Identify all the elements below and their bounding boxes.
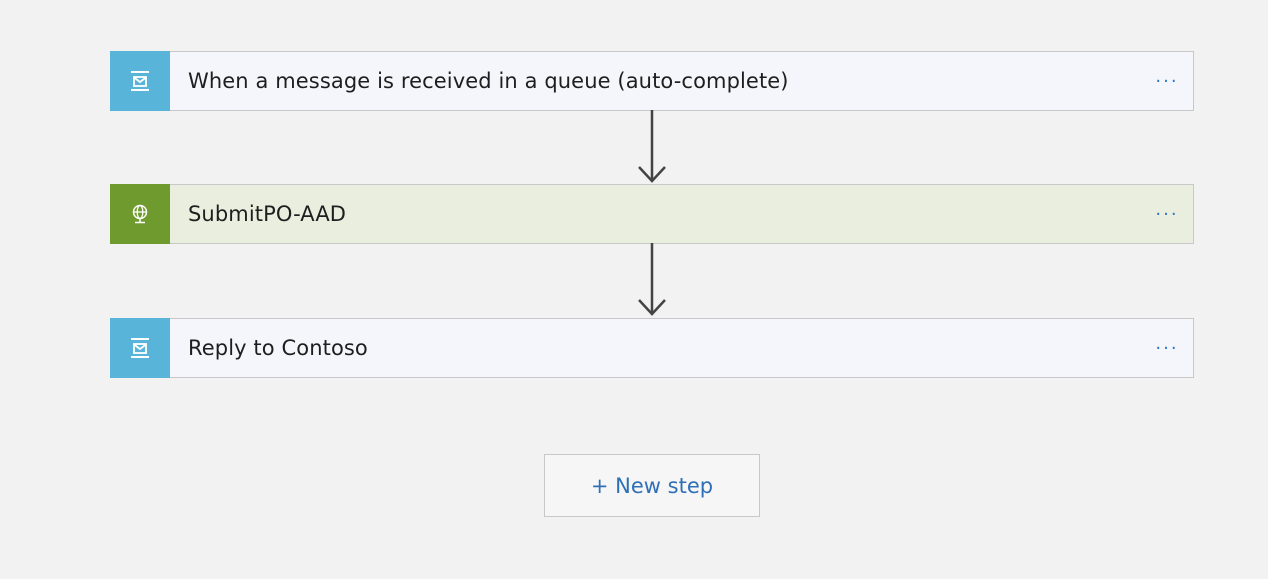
new-step-button[interactable]: + New step	[544, 454, 760, 517]
step-title: When a message is received in a queue (a…	[188, 69, 789, 93]
step-title: SubmitPO-AAD	[188, 202, 347, 226]
step-card-reply-to-contoso[interactable]: Reply to Contoso ···	[110, 318, 1194, 378]
arrow-down-connector	[638, 110, 666, 183]
service-bus-queue-icon	[110, 51, 170, 111]
more-options-icon[interactable]: ···	[1155, 70, 1179, 92]
step-title: Reply to Contoso	[188, 336, 368, 360]
more-options-icon[interactable]: ···	[1155, 203, 1179, 225]
globe-http-icon	[110, 184, 170, 244]
more-options-icon[interactable]: ···	[1155, 337, 1179, 359]
arrow-down-connector	[638, 243, 666, 316]
step-card-submitpo-aad[interactable]: SubmitPO-AAD ···	[110, 184, 1194, 244]
step-card-message-received-trigger[interactable]: When a message is received in a queue (a…	[110, 51, 1194, 111]
service-bus-queue-icon	[110, 318, 170, 378]
